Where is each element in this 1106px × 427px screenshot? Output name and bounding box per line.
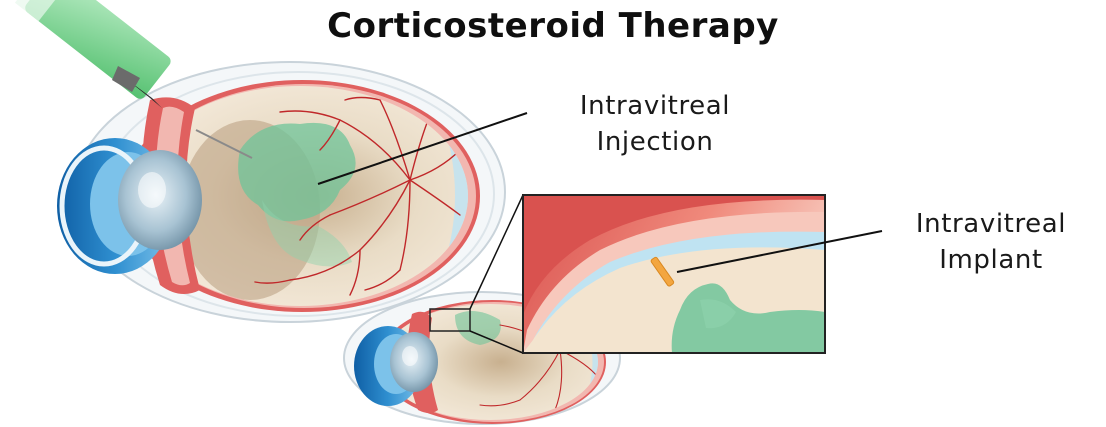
large-eye-cross-section: [57, 62, 505, 322]
label-injection-line2: Injection: [545, 124, 765, 160]
label-intravitreal-implant: Intravitreal Implant: [876, 206, 1106, 278]
label-implant-line1: Intravitreal: [876, 206, 1106, 242]
implant-inset-magnified-view: [523, 195, 825, 353]
label-implant-line2: Implant: [876, 242, 1106, 278]
syringe-icon: [15, 0, 173, 108]
label-intravitreal-injection: Intravitreal Injection: [545, 88, 765, 160]
label-injection-line1: Intravitreal: [545, 88, 765, 124]
